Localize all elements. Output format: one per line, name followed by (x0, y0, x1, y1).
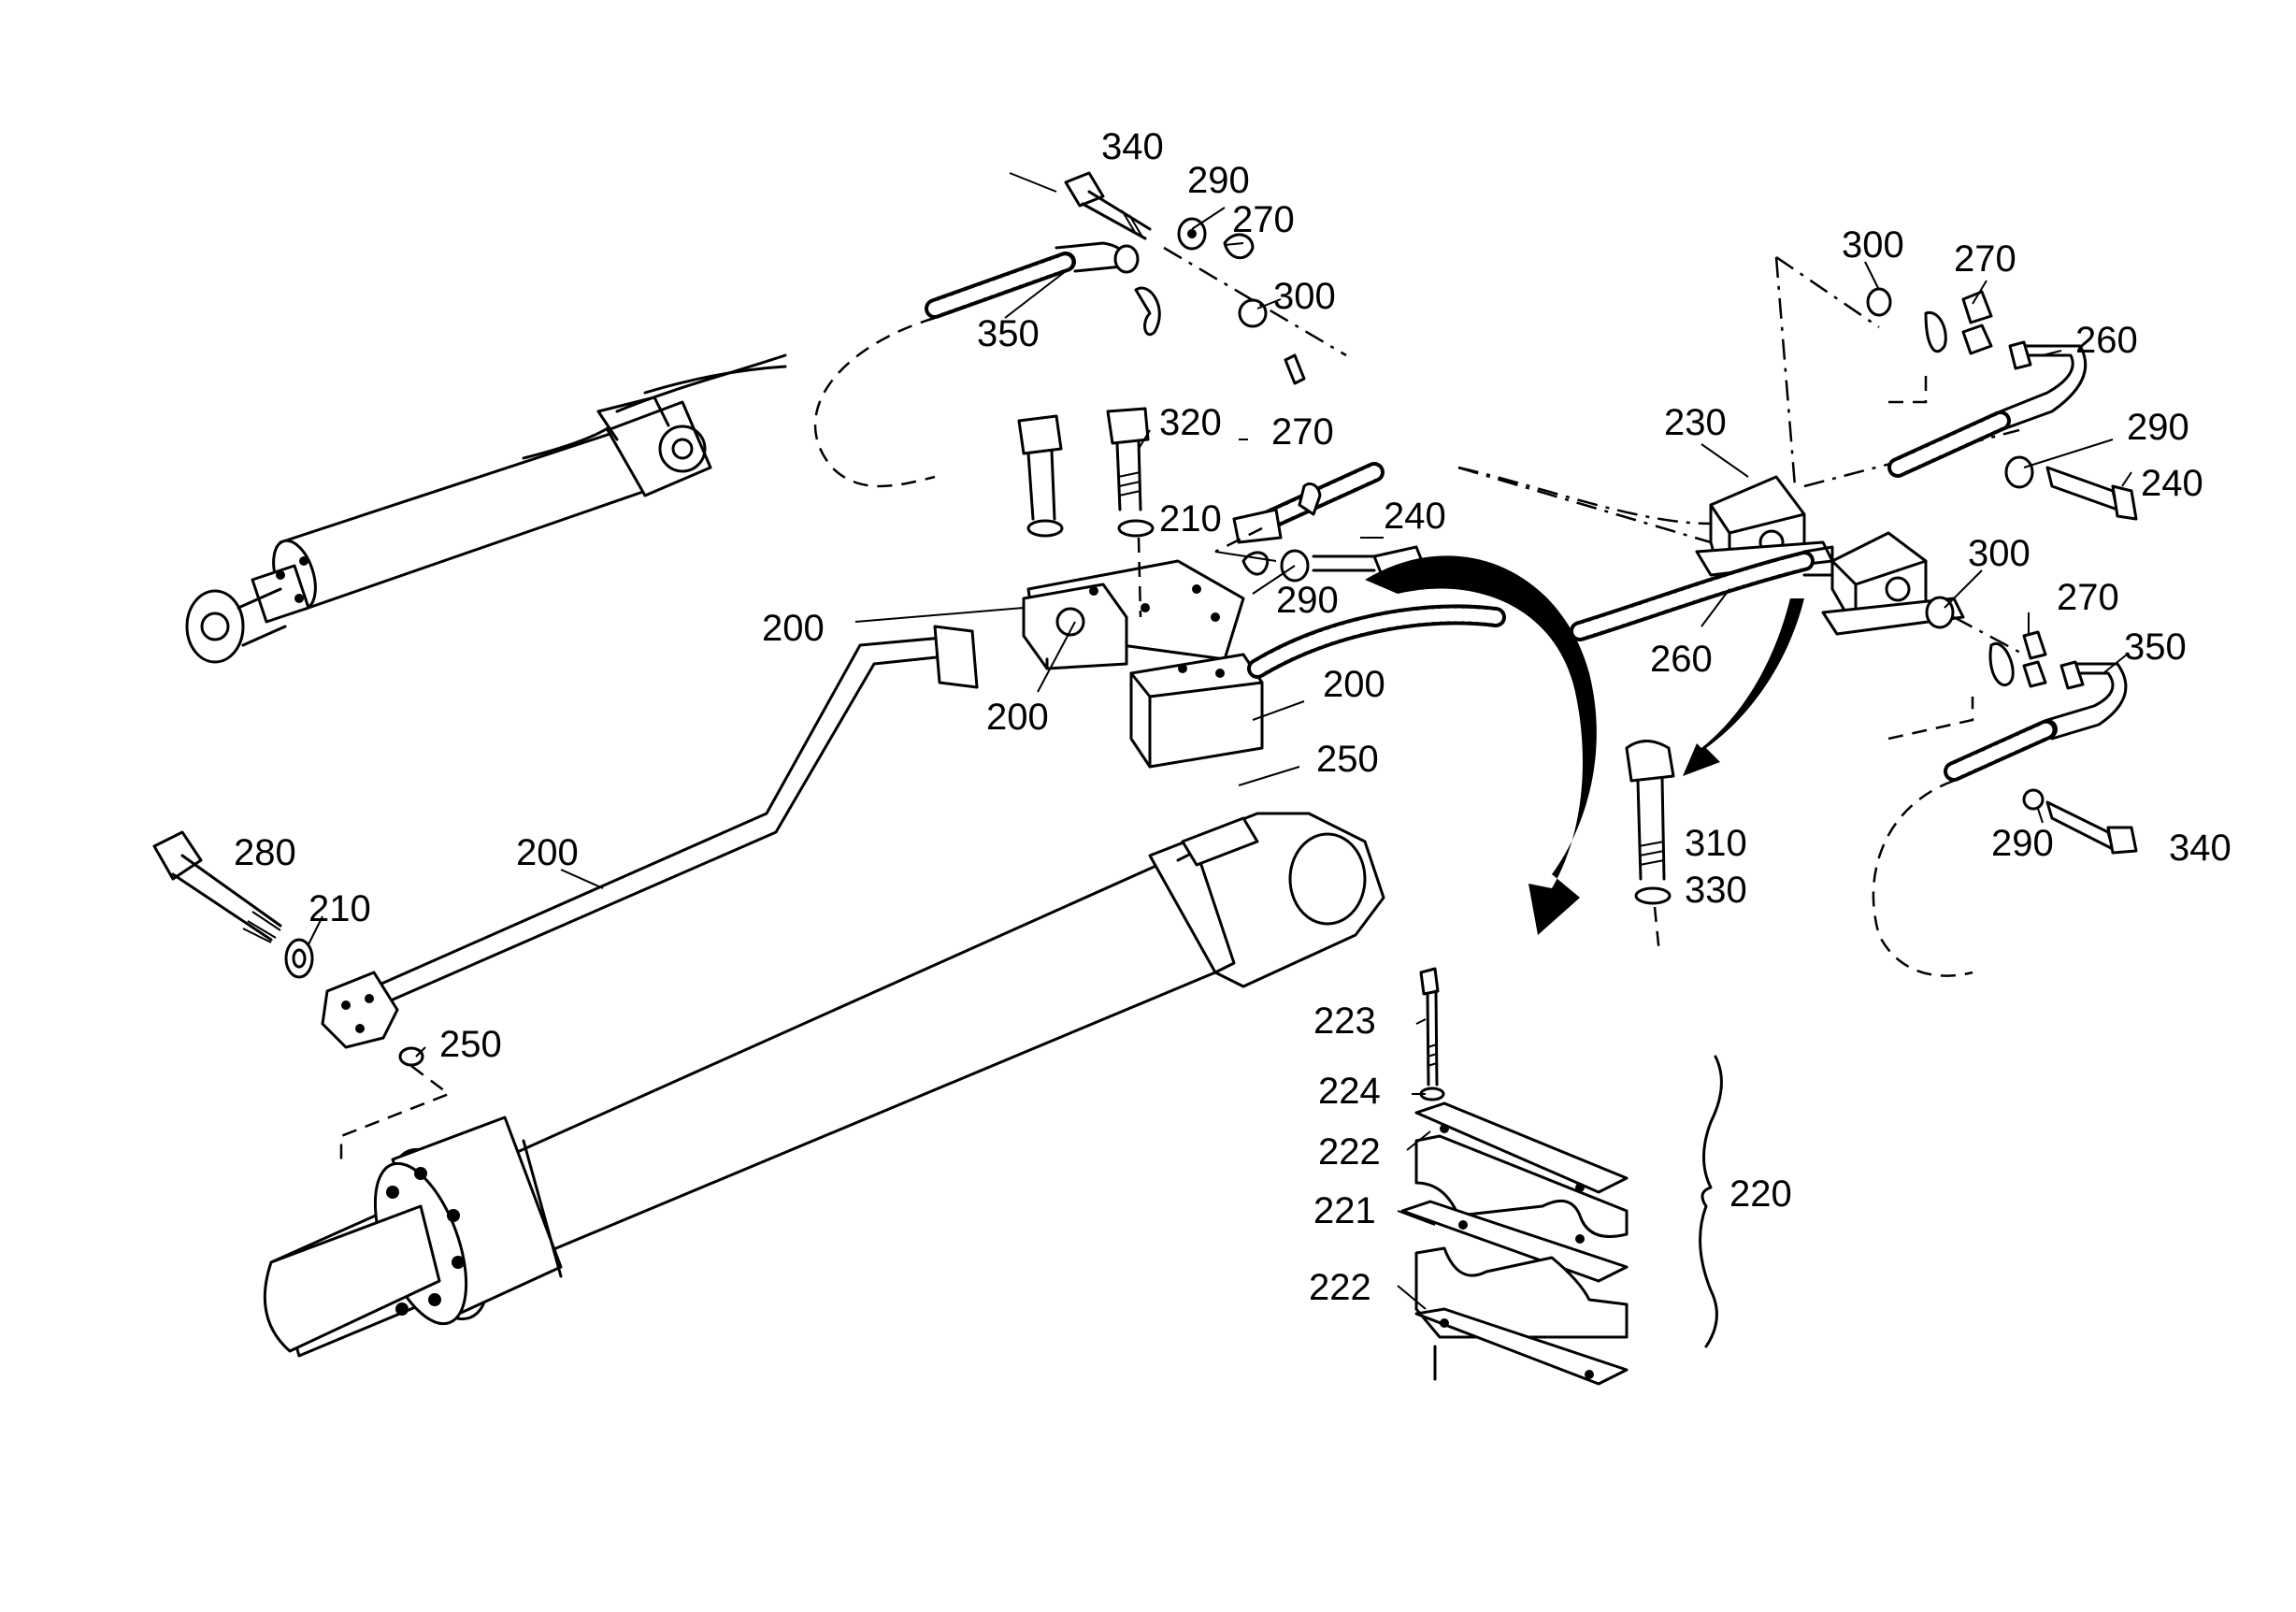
label-270-top: 270 (1232, 199, 1295, 240)
small-cylinder-assembly (185, 353, 787, 664)
label-340-low: 340 (2169, 828, 2231, 869)
label-260-right: 260 (2075, 320, 2138, 361)
label-224: 224 (1318, 1071, 1381, 1112)
manifold-blocks-200 (1022, 559, 1264, 769)
bolt-280 (152, 830, 452, 1159)
label-200-a: 200 (762, 608, 825, 649)
hose-assembly-right-low (1872, 596, 2138, 977)
label-300-low: 300 (1968, 533, 2031, 574)
callout-labels: 340 290 270 300 350 320 270 210 240 290 … (234, 126, 2231, 1308)
label-260-mid: 260 (1650, 639, 1713, 680)
label-221: 221 (1313, 1190, 1376, 1231)
leader-lines (308, 172, 2132, 1310)
bolts-320 (1017, 407, 1155, 618)
label-240-right: 240 (2141, 463, 2203, 504)
label-350-top: 350 (977, 313, 1040, 354)
label-320: 320 (1159, 402, 1222, 443)
pipe-200 (321, 625, 979, 1049)
bolt-310 (1625, 740, 1675, 955)
label-340-top: 340 (1101, 126, 1164, 167)
label-280: 280 (234, 832, 296, 873)
label-270-mid: 270 (1271, 411, 1334, 453)
label-240-mid: 240 (1384, 496, 1446, 537)
label-220: 220 (1729, 1173, 1792, 1215)
direction-arrows (1365, 555, 1804, 935)
label-270-right: 270 (1954, 238, 2016, 280)
label-210-mid: 210 (1159, 498, 1222, 540)
hose-assembly-top (813, 171, 1347, 488)
label-200-b: 200 (986, 697, 1049, 738)
label-200-c: 200 (1323, 664, 1385, 705)
hose-assembly-right-top (1866, 287, 2138, 521)
label-223: 223 (1313, 1000, 1376, 1042)
label-300-right: 300 (1842, 224, 1904, 266)
label-222-bot: 222 (1309, 1267, 1371, 1308)
hose-from-block (1214, 353, 1506, 679)
label-310: 310 (1685, 823, 1747, 864)
label-222-top: 222 (1318, 1131, 1381, 1173)
label-290-top: 290 (1187, 160, 1250, 201)
label-330: 330 (1685, 870, 1747, 911)
label-200-d: 200 (516, 832, 579, 873)
label-250-mid: 250 (1316, 739, 1379, 780)
label-350-low: 350 (2124, 626, 2187, 668)
label-300-top: 300 (1273, 276, 1336, 317)
main-cylinder-assembly (263, 812, 1385, 1358)
label-250-left: 250 (439, 1024, 502, 1065)
clamp-assembly-220 (1400, 967, 1723, 1386)
label-290-right: 290 (2127, 407, 2189, 448)
label-210-left: 210 (309, 888, 371, 929)
hose-260-mid (1457, 466, 1834, 641)
label-290-low: 290 (1991, 823, 2054, 864)
label-270-low: 270 (2057, 577, 2119, 618)
label-230: 230 (1664, 402, 1727, 443)
label-290-mid: 290 (1276, 580, 1339, 621)
